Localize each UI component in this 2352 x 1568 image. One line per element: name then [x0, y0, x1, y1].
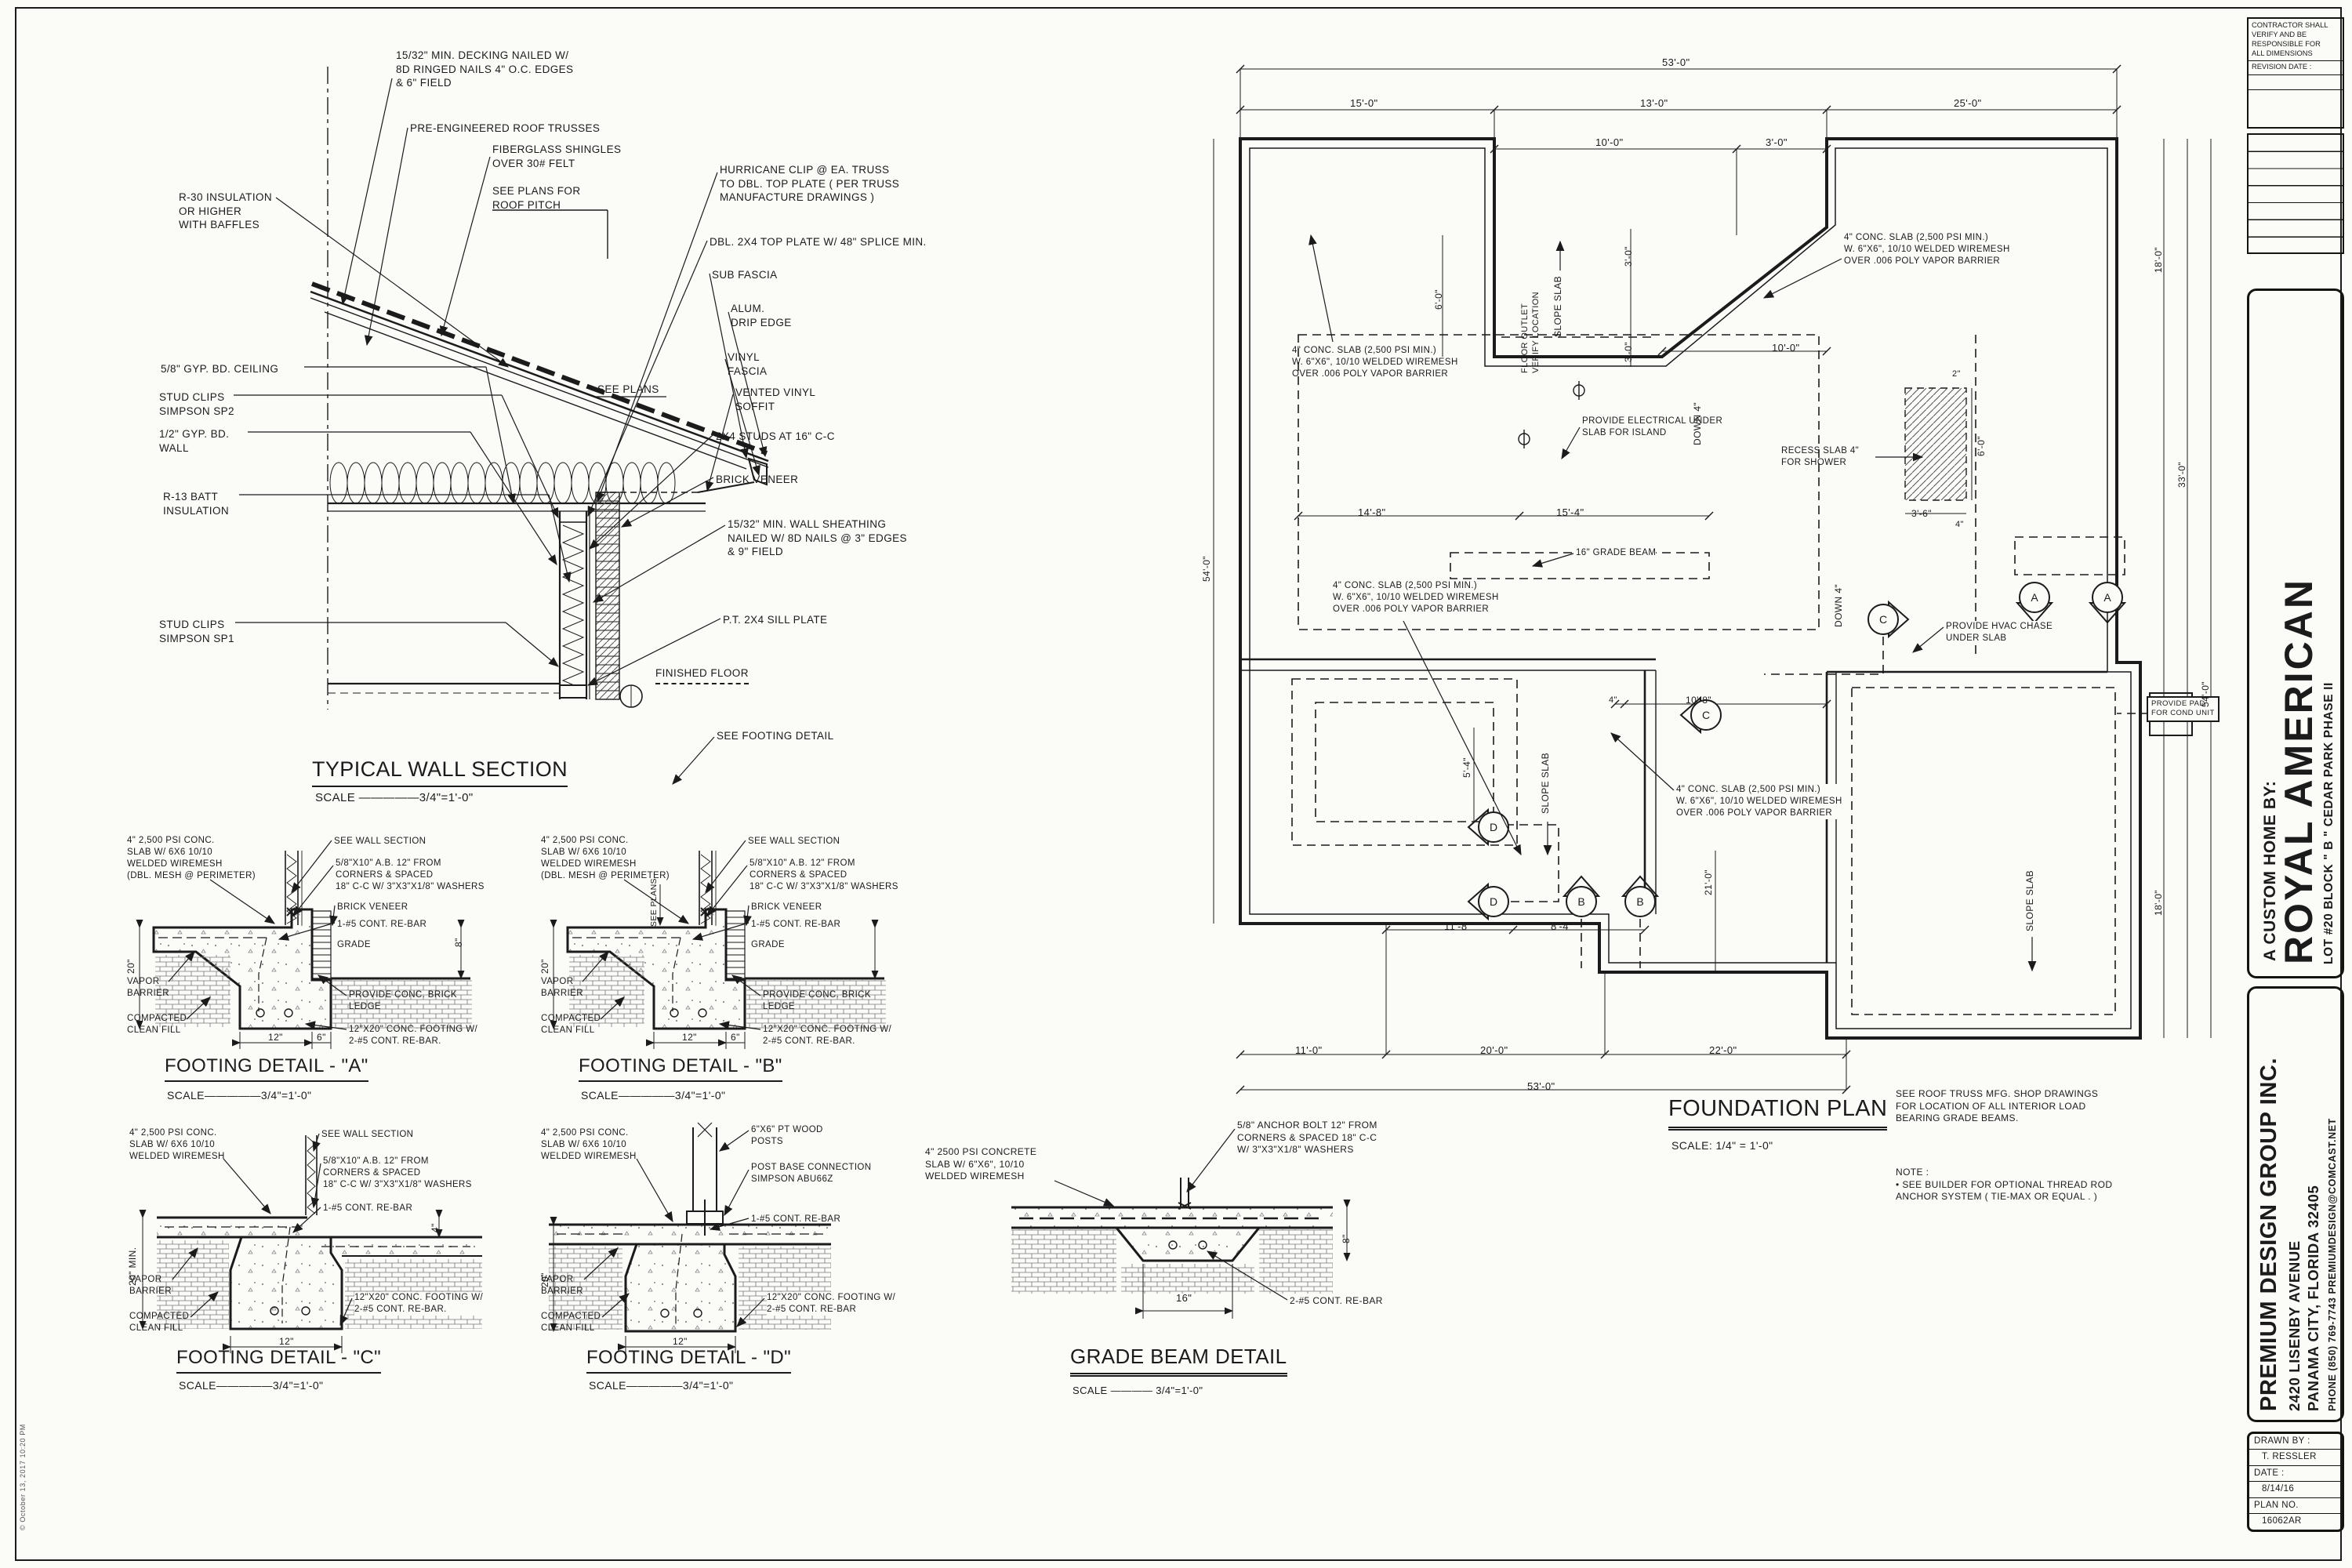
svg-text:A: A: [2031, 591, 2038, 604]
contractor-note-box: CONTRACTOR SHALL VERIFY AND BE RESPONSIB…: [2247, 17, 2344, 129]
footing-a-drawing: [136, 851, 472, 1049]
revision-row: [2249, 75, 2343, 90]
title-block-firm-box: [2247, 986, 2344, 1422]
title-block-address1: 2420 LISENBY AVENUE: [2286, 1240, 2303, 1411]
detail-marker-b: B: [1562, 875, 1601, 917]
footing-b-drawing: [554, 851, 886, 1049]
detail-marker-a: A: [2015, 582, 2054, 624]
contractor-note: CONTRACTOR SHALL VERIFY AND BE RESPONSIB…: [2249, 19, 2343, 61]
drawn-by-value: T. RESSLER: [2249, 1450, 2342, 1466]
svg-text:B: B: [1577, 895, 1584, 908]
revision-row: [2249, 90, 2343, 105]
svg-text:A: A: [2103, 591, 2111, 604]
title-block-lot: LOT #20 BLOCK " B " CEDAR PARK PHASE II: [2322, 682, 2336, 964]
wall-section-drawing: [310, 67, 769, 710]
drawn-by-label: DRAWN BY :: [2249, 1434, 2342, 1450]
plan-no-value: 16062AR: [2262, 1515, 2302, 1526]
date-label: DATE :: [2249, 1466, 2342, 1483]
date-value: 8/14/16: [2249, 1482, 2342, 1498]
svg-text:D: D: [1490, 895, 1497, 908]
revision-date-label: REVISION DATE :: [2249, 61, 2343, 75]
svg-text:B: B: [1636, 895, 1643, 908]
foundation-plan-drawing: A A C C B B D D: [1213, 64, 2212, 1094]
footing-d-drawing: [549, 1122, 831, 1353]
detail-marker-d: D: [1467, 808, 1509, 847]
title-block-firm: PREMIUM DESIGN GROUP INC.: [2256, 1057, 2281, 1411]
title-block-client: ROYAL AMERICAN: [2277, 578, 2321, 964]
detail-marker-c: C: [1867, 600, 1910, 639]
corner-stamp: © October 13, 2017 10:20 PM: [19, 1424, 27, 1530]
footing-c-drawing: [139, 1135, 482, 1353]
revision-grid: [2247, 133, 2344, 254]
sheet-border: [15, 7, 2342, 1561]
detail-marker-a: A: [2088, 582, 2127, 624]
detail-marker-b: B: [1621, 875, 1660, 917]
title-block-address2: PANAMA CITY, FLORIDA 32405: [2305, 1185, 2321, 1411]
title-block-client-box: [2247, 289, 2344, 978]
title-block-info-box: DRAWN BY : T. RESSLER DATE : 8/14/16 PLA…: [2247, 1432, 2344, 1532]
svg-text:D: D: [1490, 821, 1497, 833]
title-block-phone-email: PHONE (850) 769-7743 PREMIUMDESIGN@COMCA…: [2327, 1118, 2338, 1411]
detail-marker-c: C: [1679, 695, 1722, 735]
svg-text:C: C: [1702, 709, 1710, 721]
detail-marker-d: D: [1467, 882, 1509, 921]
grade-beam-drawing: [1011, 1178, 1351, 1319]
svg-text:C: C: [1879, 613, 1887, 626]
plan-no-label: PLAN NO.: [2249, 1498, 2342, 1514]
